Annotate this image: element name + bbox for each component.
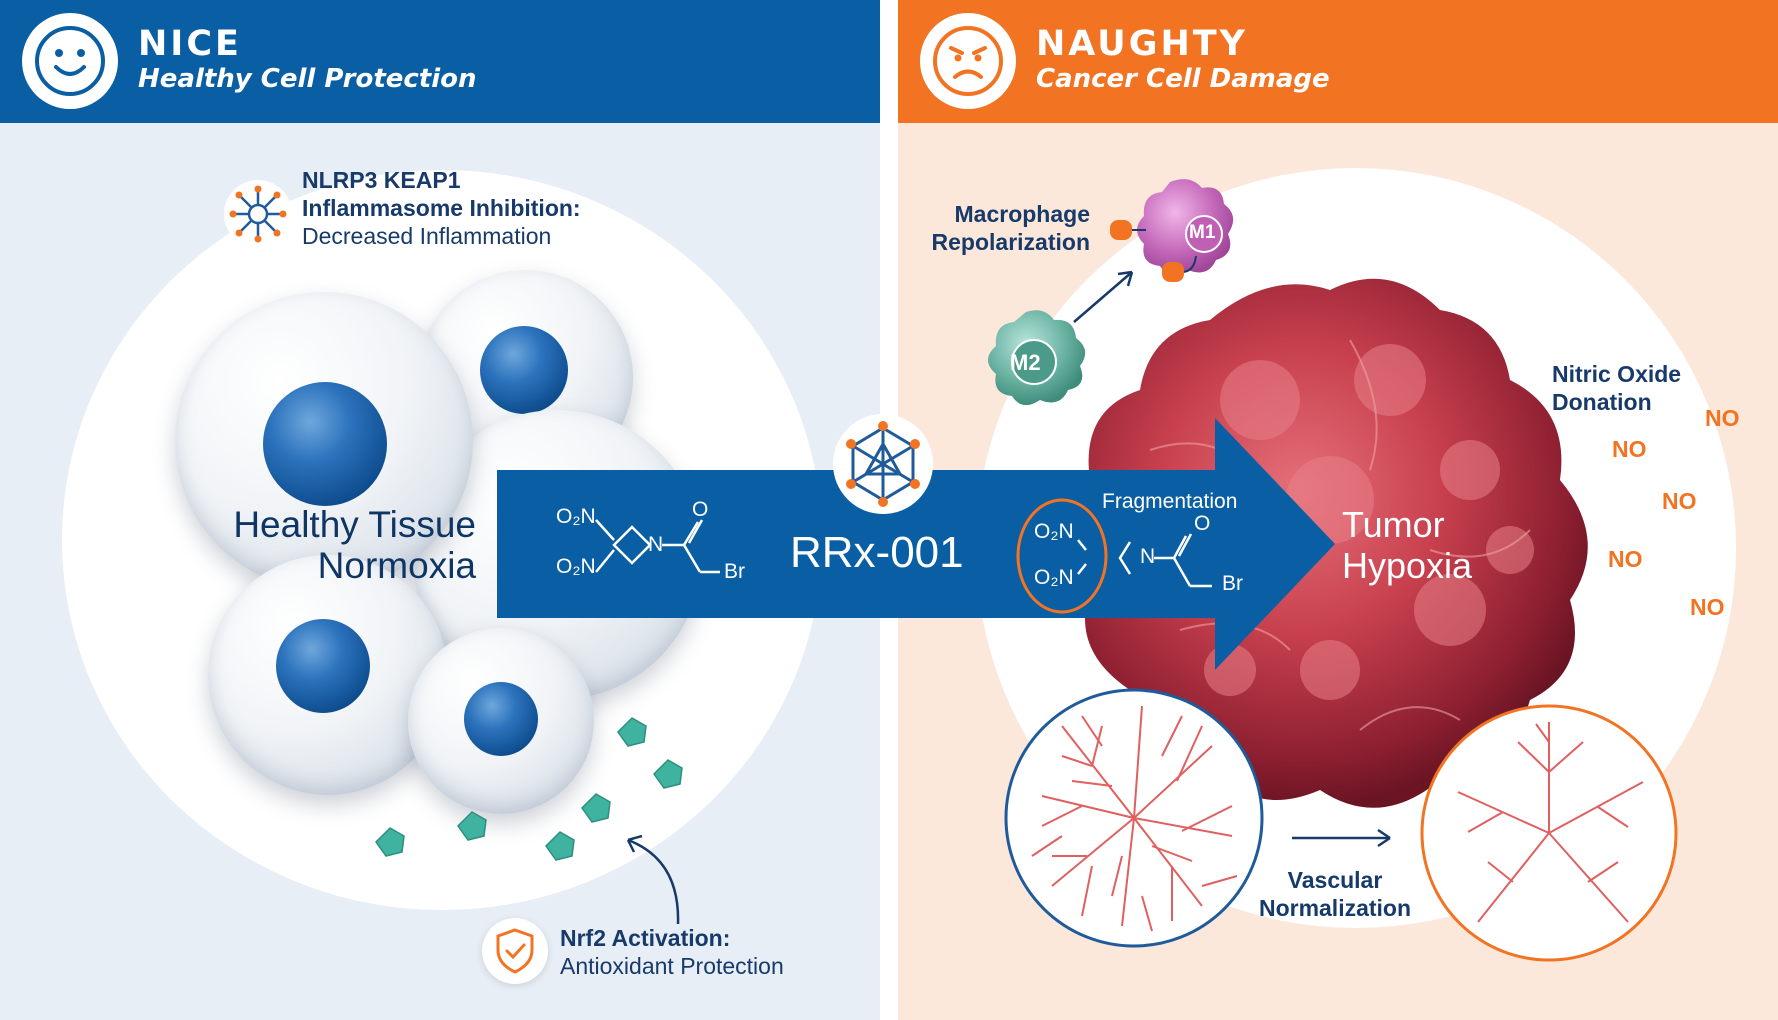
macrophage-label: Macrophage Repolarization xyxy=(918,200,1090,256)
healthy-cell xyxy=(408,628,594,814)
chem-br: Br xyxy=(724,560,745,583)
chem-o: O xyxy=(692,498,709,521)
antioxidant-molecule-icon xyxy=(375,827,405,857)
cell-nucleus xyxy=(464,682,538,756)
vascular-label: Vascular Normalization xyxy=(1250,866,1420,922)
inflammasome-icon xyxy=(224,180,292,248)
nrf2-arrow xyxy=(626,834,680,925)
healthy-tissue-label: Healthy Tissue Normoxia xyxy=(210,504,476,586)
healthy-tissue-line2: Normoxia xyxy=(317,545,476,586)
nrf2-line2: Antioxidant Protection xyxy=(560,953,784,979)
m1-label: M1 xyxy=(1189,222,1216,243)
nrf2-label: Nrf2 Activation: Antioxidant Protection xyxy=(560,924,784,980)
rrx-arrow xyxy=(497,418,1335,670)
macrophage-line2: Repolarization xyxy=(931,229,1090,255)
naughty-title: NAUGHTY xyxy=(1036,24,1248,64)
inflammasome-line3: Decreased Inflammation xyxy=(302,223,552,249)
fragmentation-label: Fragmentation xyxy=(1102,490,1238,513)
no-label: NO xyxy=(1662,488,1697,514)
chem-o2n-bottom: O₂N xyxy=(556,555,596,578)
cell-nucleus xyxy=(276,619,370,713)
nice-title: NICE xyxy=(138,24,242,64)
naughty-subtitle: Cancer Cell Damage xyxy=(1036,64,1330,94)
repolarization-arrow xyxy=(1073,270,1134,323)
vascular-line1: Vascular xyxy=(1287,867,1383,893)
normalized-vasculature xyxy=(1420,704,1678,962)
chem-n: N xyxy=(648,533,664,556)
shield-check-icon xyxy=(482,918,548,984)
frag-o: O xyxy=(1194,512,1211,535)
nice-header: NICE Healthy Cell Protection xyxy=(0,0,880,123)
frag-o2n-bottom: O₂N xyxy=(1034,566,1074,589)
healthy-tissue-line1: Healthy Tissue xyxy=(233,504,476,545)
nice-subtitle: Healthy Cell Protection xyxy=(138,64,477,94)
healthy-cell xyxy=(175,292,473,590)
no-label: NO xyxy=(1608,546,1643,572)
cell-nucleus xyxy=(480,326,568,414)
antioxidant-molecule-icon xyxy=(581,793,611,823)
antioxidant-molecule-icon xyxy=(457,811,487,841)
m2-macrophage-icon xyxy=(988,310,1086,406)
vascular-line2: Normalization xyxy=(1258,895,1412,921)
normalization-arrow xyxy=(1292,828,1391,848)
nanoparticle-icon xyxy=(833,414,933,514)
m1-macrophage-icon xyxy=(1110,179,1234,282)
tumor-line1: Tumor xyxy=(1342,504,1445,545)
dense-vasculature xyxy=(1004,688,1264,948)
frag-n: N xyxy=(1140,545,1156,568)
inflammasome-label: NLRP3 KEAP1 Inflammasome Inhibition: Dec… xyxy=(302,166,581,250)
drug-name: RRx-001 xyxy=(790,528,964,577)
angry-face-icon xyxy=(920,13,1016,109)
no-label: NO xyxy=(1612,436,1647,462)
healthy-cell xyxy=(208,555,448,795)
cell-nucleus xyxy=(263,382,387,506)
smiley-face-icon xyxy=(22,13,118,109)
macrophage-line1: Macrophage xyxy=(954,201,1090,227)
antioxidant-molecule-icon xyxy=(617,717,647,747)
nitric-line2: Donation xyxy=(1552,389,1652,415)
frag-o2n-top: O₂N xyxy=(1034,520,1074,543)
inflammasome-line2: Inflammasome Inhibition: xyxy=(302,195,581,221)
naughty-header: NAUGHTY Cancer Cell Damage xyxy=(898,0,1778,123)
fragment-circle xyxy=(1016,498,1108,614)
nrf2-line1: Nrf2 Activation: xyxy=(560,925,731,951)
inflammasome-line1: NLRP3 KEAP1 xyxy=(302,167,461,193)
frag-br: Br xyxy=(1222,572,1243,595)
nitric-line1: Nitric Oxide xyxy=(1552,361,1682,387)
no-label: NO xyxy=(1705,405,1740,431)
antioxidant-molecules xyxy=(375,717,683,861)
tumor-line2: Hypoxia xyxy=(1342,545,1473,586)
m2-label: M2 xyxy=(1010,350,1041,375)
fragment-structure xyxy=(1118,533,1212,588)
no-label: NO xyxy=(1690,594,1725,620)
chem-o2n-top: O₂N xyxy=(556,505,596,528)
antioxidant-molecule-icon xyxy=(653,759,683,789)
nitric-oxide-label: Nitric Oxide Donation xyxy=(1552,360,1681,416)
antioxidant-molecule-icon xyxy=(545,831,575,861)
tumor-hypoxia-label: Tumor Hypoxia xyxy=(1342,504,1472,586)
rrx-structure xyxy=(595,519,720,574)
